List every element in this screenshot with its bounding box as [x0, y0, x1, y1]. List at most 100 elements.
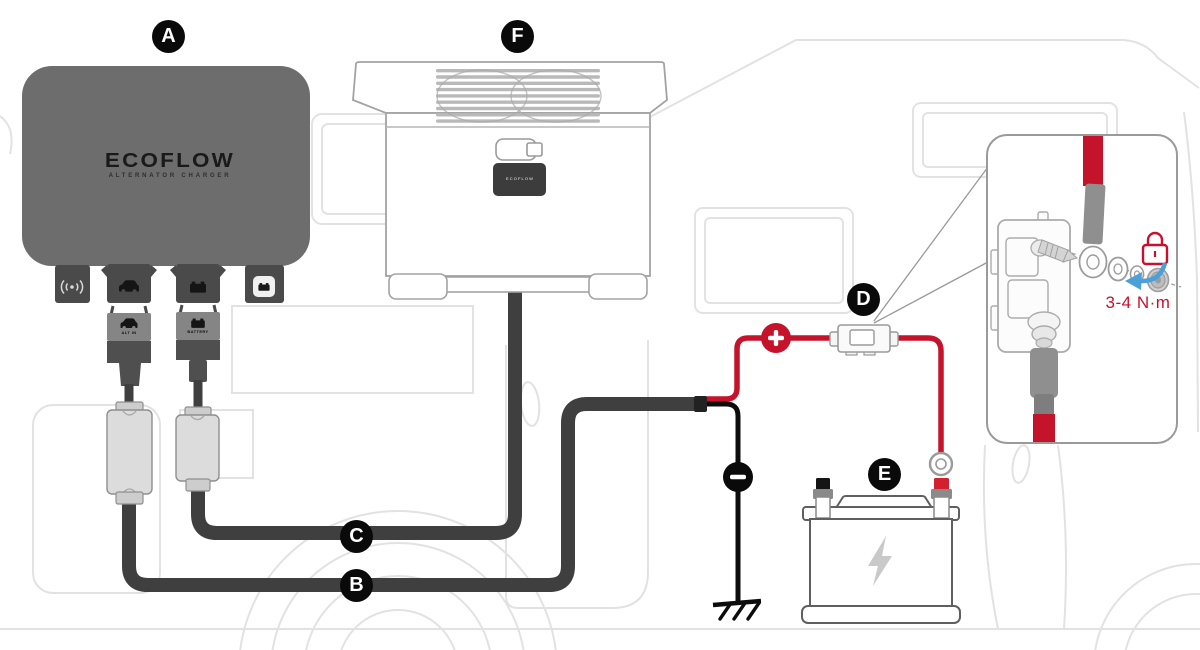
- charger-body: [22, 66, 310, 266]
- battery-lid-hump: [834, 495, 934, 509]
- connector-battery-cord: [193, 380, 203, 418]
- terminal-block: [990, 211, 1079, 353]
- charger-brand-logo: ECOFLOW: [104, 150, 236, 172]
- badge-f: F: [501, 20, 534, 53]
- badge-e: E: [868, 458, 901, 491]
- alt-in-label: ALT IN: [121, 330, 137, 335]
- charger-model-label: ALTERNATOR CHARGER: [108, 173, 232, 179]
- port-alt-wing-r: [151, 265, 157, 277]
- lightning-icon: [868, 536, 892, 586]
- washer-large-hole: [1113, 263, 1123, 275]
- inset-red-cable-bottom: [1033, 414, 1055, 442]
- torque-spec: 3-4 N·m: [1105, 293, 1171, 312]
- inset-sleeve-top: [1082, 183, 1106, 245]
- cable-b-end-cap: [694, 396, 707, 412]
- van-window-2: [694, 207, 854, 314]
- station-plug-label: ECOFLOW: [506, 176, 534, 181]
- badge-c: C: [340, 520, 373, 553]
- terminal-block-bracket: [1007, 279, 1049, 319]
- battery-neg-post: [815, 496, 831, 519]
- van-front-window-corner: [0, 115, 13, 155]
- van-rear-pillar: [1183, 111, 1199, 433]
- connector-alt-in-cord: [124, 384, 134, 412]
- alt-harness: [694, 323, 944, 621]
- fuse-window: [849, 329, 875, 346]
- station-base-bar: [444, 276, 592, 293]
- connector-battery-stem: [189, 360, 207, 382]
- fuse-holder: [829, 324, 899, 356]
- stud-threads: [1044, 242, 1059, 260]
- van-door-handle-2: [1011, 444, 1031, 484]
- van-front-wheel-arc-1: [340, 609, 456, 650]
- port-wireless: [55, 265, 90, 303]
- station-fan-right: [510, 69, 602, 123]
- inline-box-alt-notch-top: [122, 410, 137, 416]
- station-vent-grille: [436, 69, 602, 123]
- inset-red-cable-top: [1083, 136, 1103, 186]
- van-roofline: [647, 39, 1200, 119]
- van-rear-wheel-arc-2: [1094, 563, 1200, 650]
- ring-lug-hole: [1086, 254, 1100, 270]
- station-fan-left: [436, 69, 528, 123]
- positive-wire: [705, 335, 944, 452]
- connector-alt-in-stem: [119, 363, 141, 386]
- station-foot-left: [388, 273, 448, 300]
- battery-neg-cap: [816, 478, 830, 491]
- van-outline: [0, 39, 1200, 650]
- battery-base: [801, 605, 961, 624]
- station-foot-right: [588, 273, 648, 300]
- ring-terminal-hole: [935, 458, 947, 470]
- port-batt-wing-l: [170, 265, 176, 277]
- port-batt-wing-r: [220, 265, 226, 277]
- van-front-wheel-arc-4: [239, 510, 557, 650]
- connector-alt-in: [106, 305, 153, 505]
- badge-b: B: [340, 569, 373, 602]
- badge-a: A: [152, 20, 185, 53]
- van-rear-door-seam-2: [1057, 444, 1067, 630]
- power-station: [352, 61, 668, 300]
- battery-pos-cap: [934, 478, 949, 491]
- inline-box-batt-notch-top: [190, 415, 205, 421]
- van-rear-door-seam-1: [982, 444, 999, 630]
- van-rear-wheel-arc-1: [1124, 593, 1200, 650]
- van-sliding-door: [505, 340, 649, 609]
- inline-box-alt-cap-bottom: [115, 491, 144, 505]
- inline-box-alt: [106, 409, 153, 495]
- van-window-2-inner: [704, 217, 844, 304]
- station-input-port-latch: [526, 142, 543, 157]
- ground-icon: [712, 598, 762, 621]
- wireless-icon: [60, 279, 84, 295]
- battery-pos-post: [933, 496, 950, 519]
- port-alt-wing-l: [101, 265, 107, 277]
- inset-collar-bottom: [1034, 394, 1054, 416]
- car-icon-plug: [120, 318, 138, 330]
- inset-sleeve-bottom: [1030, 348, 1058, 398]
- stud-tip: [1062, 249, 1079, 263]
- inset-panel: [986, 134, 1182, 444]
- inline-box-batt: [175, 414, 220, 482]
- inline-box-batt-cap-bottom: [185, 478, 211, 492]
- torque-arrow-icon: [1125, 262, 1168, 290]
- battery-label: BATTERY: [187, 329, 209, 334]
- station-plug: [493, 163, 546, 196]
- car-icon-port: [119, 280, 139, 294]
- van-front-door-panel: [32, 404, 161, 594]
- van-front-wheel-arc-3: [271, 542, 525, 650]
- terminal-block-window: [1005, 237, 1039, 277]
- negative-wire: [705, 401, 741, 601]
- lock-icon: [1141, 231, 1169, 266]
- station-top-cap: [352, 61, 668, 114]
- alternator-charger: [22, 66, 310, 303]
- van-door-handle-1: [519, 381, 541, 427]
- plus-icon: [761, 323, 791, 353]
- cable-b: [122, 397, 698, 592]
- car-battery: [801, 451, 961, 624]
- connector-battery-bottom: [176, 340, 220, 360]
- badge-d: D: [847, 283, 880, 316]
- minus-icon: [723, 462, 753, 492]
- connector-battery: [175, 304, 220, 492]
- fastener-hardware: [1078, 245, 1170, 293]
- van-front-wheel-arc-2: [305, 575, 491, 650]
